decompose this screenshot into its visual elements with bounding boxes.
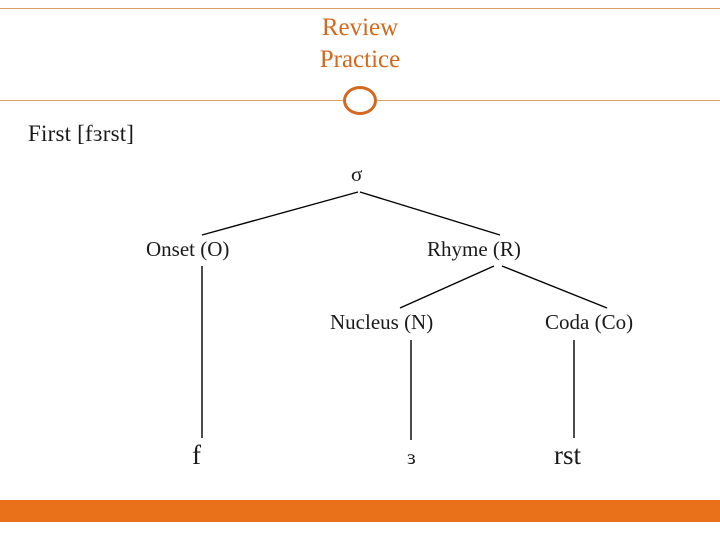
- circle-ornament-icon: [343, 86, 377, 115]
- tree-node-nucleus: Nucleus (N): [330, 310, 434, 334]
- tree-leaf-coda: rst: [554, 440, 581, 470]
- bottom-accent-bar: [0, 500, 720, 522]
- tree-node-sigma: σ: [351, 162, 363, 186]
- top-divider-rule: [0, 8, 720, 9]
- word-transcription-label: First [fɜrst]: [28, 121, 135, 146]
- title-line-1: Review: [321, 14, 399, 41]
- tree-leaf-onset: f: [192, 440, 201, 470]
- tree-node-coda: Coda (Co): [545, 310, 634, 334]
- tree-node-rhyme: Rhyme (R): [427, 237, 521, 261]
- title-line-2: Practice: [319, 46, 401, 73]
- tree-leaf-nucleus: ɜ: [407, 445, 416, 469]
- tree-node-onset: Onset (O): [146, 237, 230, 261]
- slide-title: Review Practice: [0, 12, 720, 76]
